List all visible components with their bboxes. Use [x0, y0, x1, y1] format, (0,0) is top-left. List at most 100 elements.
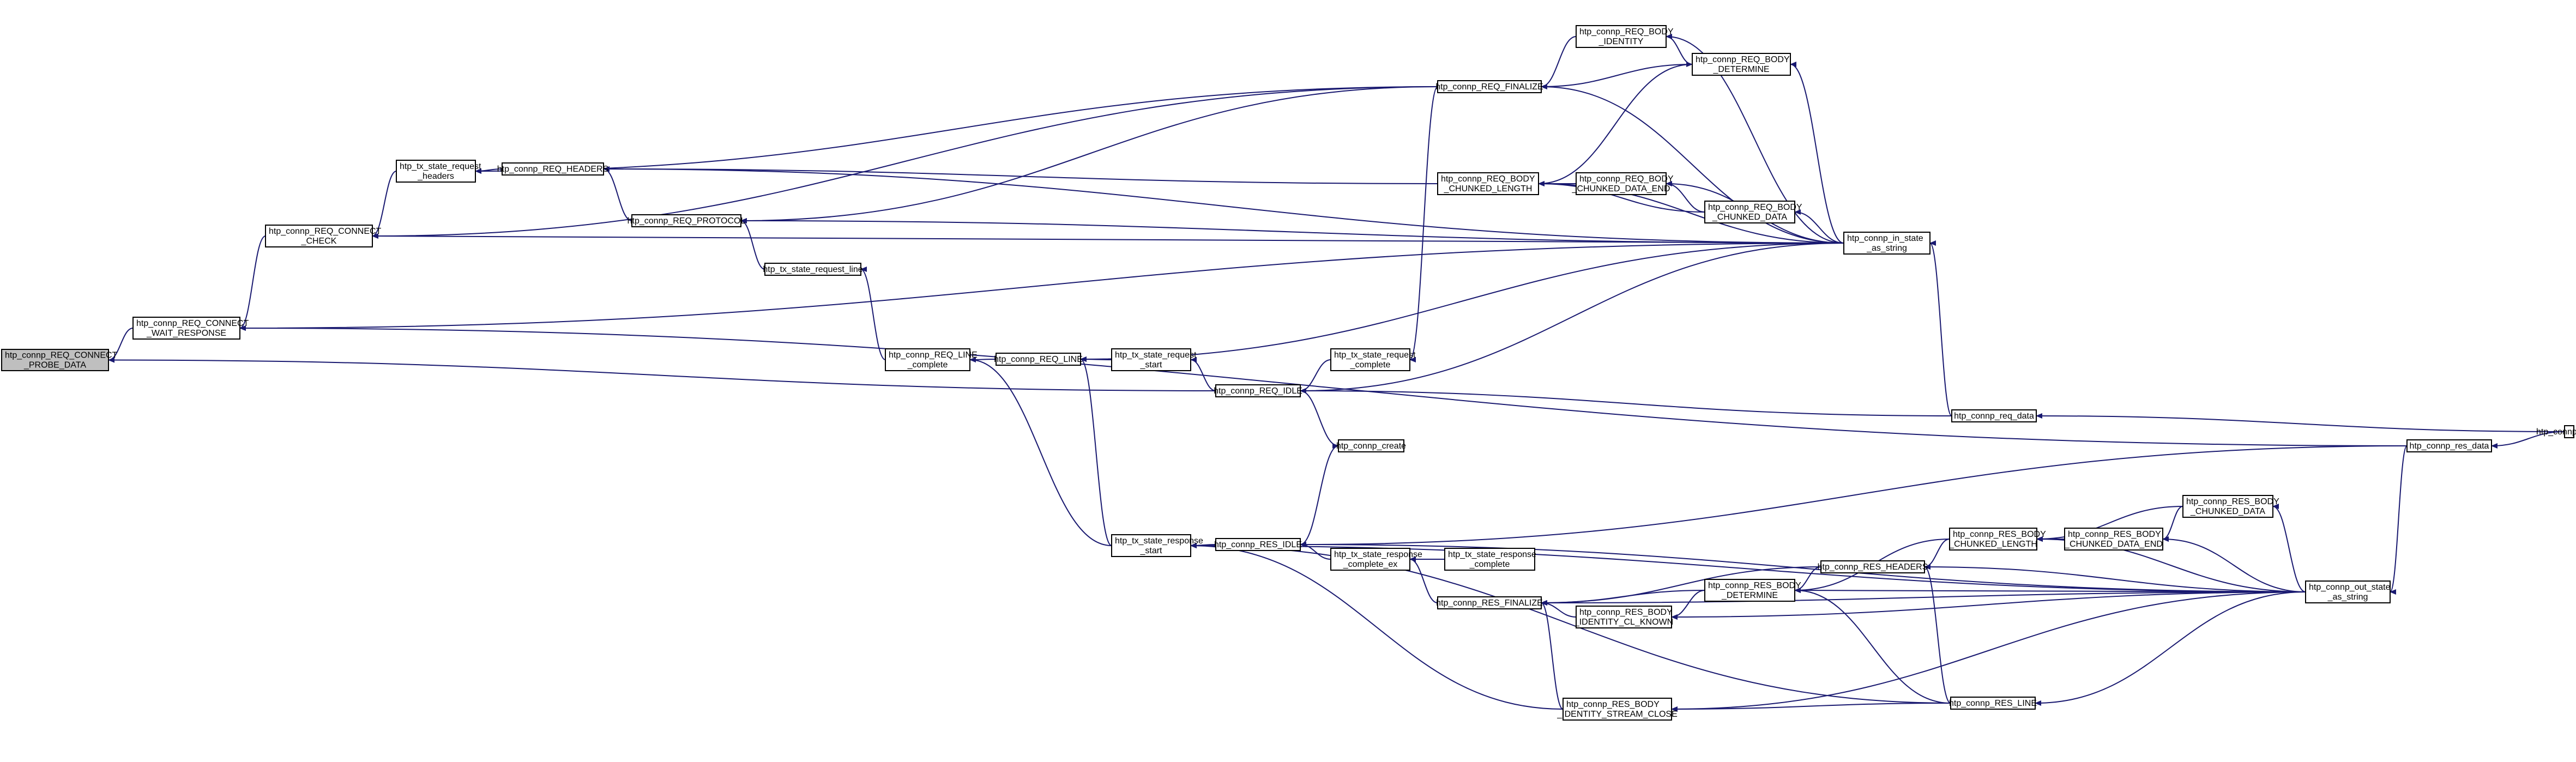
node-box: [631, 214, 741, 227]
function-node-resline[interactable]: htp_connp_RES_LINE: [1949, 697, 2037, 710]
node-label-line: htp_connp_REQ_CONNECT: [5, 351, 118, 360]
call-edge-line: [1190, 543, 1951, 704]
call-edge-line: [1300, 445, 2408, 547]
node-box: [1576, 25, 1667, 48]
call-edge-line: [1080, 243, 1844, 362]
function-node-txresstart[interactable]: htp_tx_state_response_start: [1111, 534, 1203, 557]
node-box: [1563, 698, 1672, 721]
call-edge-line: [1666, 34, 1844, 244]
node-label-line: _complete: [1469, 560, 1510, 569]
function-node-residle[interactable]: htp_connp_RES_IDLE: [1214, 538, 1302, 551]
node-label-line: htp_connp_REQ_PROTOCOL: [628, 216, 746, 226]
call-edge-line: [239, 235, 266, 331]
node-label-line: _as_string: [2327, 592, 2368, 602]
function-node-reqbodycd[interactable]: htp_connp_REQ_BODY_CHUNKED_DATA: [1704, 201, 1802, 223]
function-node-resdata[interactable]: htp_connp_res_data: [2406, 439, 2492, 452]
call-edge-instate-reqproto: [740, 218, 1844, 244]
function-node-resbodycl[interactable]: htp_connp_RES_BODY_CHUNKED_LENGTH: [1948, 528, 2046, 551]
call-edge-outstate-resbodycde: [2162, 536, 2306, 592]
call-edge-resbodydet-resbodyidcl: [1671, 590, 1705, 620]
call-edge-resdata-residle: [1300, 445, 2408, 547]
node-label-line: htp_connp_RES_LINE: [1949, 699, 2037, 708]
function-node-reshdr[interactable]: htp_connp_RES_HEADERS: [1818, 560, 1928, 573]
function-node-reqdata[interactable]: htp_connp_req_data: [1951, 409, 2037, 422]
call-edge-resdata-wait: [239, 325, 2408, 446]
function-node-reqbodycde[interactable]: htp_connp_REQ_BODY_CHUNKED_DATA_END: [1572, 172, 1674, 195]
call-edge-outstate-resline: [2035, 591, 2306, 706]
function-node-txrescompex[interactable]: htp_tx_state_response_complete_ex: [1330, 548, 1422, 571]
call-edge-resbodyidsc-txresstart: [1190, 543, 1564, 710]
call-edge-line: [740, 86, 1438, 223]
call-edge-reqidle-root: [108, 357, 1216, 391]
call-edge-line: [1666, 34, 1693, 65]
node-label-line: htp_tx_state_response: [1448, 550, 1536, 559]
node-label-line: _PROBE_DATA: [23, 361, 86, 370]
node-label-line: htp_connp_create: [1336, 442, 1406, 451]
call-edge-close-reqdata: [2036, 413, 2565, 432]
function-node-reqline[interactable]: htp_connp_REQ_LINE: [994, 353, 1083, 366]
call-edge-line: [603, 166, 632, 221]
node-label-line: htp_connp_RES_BODY: [1708, 581, 1801, 590]
function-node-wait[interactable]: htp_connp_REQ_CONNECT_WAIT_RESPONSE: [132, 317, 249, 340]
call-edge-outstate-resfin: [1541, 591, 2306, 606]
function-node-instate[interactable]: htp_connp_in_state_as_string: [1843, 232, 1931, 255]
node-box: [2064, 528, 2163, 551]
function-node-txreqhdr[interactable]: htp_tx_state_request_headers: [396, 160, 481, 183]
call-edge-line: [1790, 62, 1844, 244]
function-node-reqproto[interactable]: htp_connp_REQ_PROTOCOL: [628, 214, 746, 227]
call-edge-line: [1671, 590, 1705, 620]
call-edge-reqbodycl-reqhdr: [603, 166, 1438, 184]
node-label-line: htp_connp_res_data: [2410, 442, 2489, 451]
function-node-close[interactable]: htp_connp_close: [2536, 425, 2576, 438]
function-node-check[interactable]: htp_connp_REQ_CONNECT_CHECK: [265, 225, 382, 247]
function-node-reqhdr[interactable]: htp_connp_REQ_HEADERS: [497, 162, 609, 176]
node-box: [396, 160, 476, 183]
function-node-reqfin[interactable]: htp_connp_REQ_FINALIZE: [1435, 80, 1543, 93]
call-edge-instate-check: [372, 233, 1844, 244]
node-label-line: htp_connp_REQ_BODY: [1696, 55, 1790, 64]
node-label-line: htp_tx_state_request_line: [763, 265, 862, 274]
function-node-reqbodyid[interactable]: htp_connp_REQ_BODY_IDENTITY: [1576, 25, 1674, 48]
function-node-resbodyidsc[interactable]: htp_connp_RES_BODY_IDENTITY_STREAM_CLOSE: [1557, 698, 1678, 721]
call-edge-outstate-resbodyidsc: [1671, 591, 2306, 712]
node-box: [2406, 439, 2492, 452]
call-edge-line: [2035, 591, 2306, 706]
call-edge-line: [1794, 588, 1951, 704]
node-label-line: _complete_ex: [1343, 560, 1398, 569]
function-node-outstate[interactable]: htp_connp_out_state_as_string: [2305, 580, 2391, 603]
node-box: [1330, 548, 1410, 571]
node-box: [132, 317, 240, 340]
node-box: [2564, 425, 2574, 438]
function-node-txreqcomp[interactable]: htp_tx_state_request_complete: [1330, 348, 1416, 371]
call-edge-outstate-resbodycd: [2272, 504, 2306, 592]
function-node-txreqstart[interactable]: htp_tx_state_request_start: [1111, 348, 1197, 371]
call-edge-line: [1300, 542, 2306, 592]
function-node-root[interactable]: htp_connp_REQ_CONNECT_PROBE_DATA: [1, 349, 118, 371]
call-edge-reqbodycl-reqbodydet: [1538, 62, 1693, 184]
call-edge-instate-reqbodycd: [1794, 209, 1844, 244]
function-node-txrescomp[interactable]: htp_tx_state_response_complete: [1444, 548, 1536, 571]
call-edge-instate-reqhdr: [603, 166, 1844, 244]
call-edge-line: [1538, 62, 1693, 184]
node-box: [1215, 538, 1301, 551]
function-node-create[interactable]: htp_connp_create: [1336, 439, 1406, 452]
node-label-line: htp_tx_state_request: [400, 162, 481, 171]
node-label-line: htp_connp_REQ_IDLE: [1214, 386, 1302, 396]
call-edge-line: [1538, 181, 1705, 213]
function-node-reqbodycl[interactable]: htp_connp_REQ_BODY_CHUNKED_LENGTH: [1437, 172, 1539, 195]
function-node-resbodydet[interactable]: htp_connp_RES_BODY_DETERMINE: [1704, 579, 1801, 602]
function-node-resbodycde[interactable]: htp_connp_RES_BODY_CHUNKED_DATA_END: [2064, 528, 2163, 551]
function-node-resbodyidcl[interactable]: htp_connp_RES_BODY_IDENTITY_CL_KNOWN: [1574, 606, 1673, 628]
function-node-resfin[interactable]: htp_connp_RES_FINALIZE: [1436, 596, 1543, 609]
node-label-line: htp_connp_out_state: [2309, 583, 2391, 592]
function-node-reqlinec[interactable]: htp_connp_REQ_LINE_complete: [885, 348, 978, 371]
function-node-txreqline[interactable]: htp_tx_state_request_line: [763, 263, 863, 276]
function-node-reqbodydet[interactable]: htp_connp_REQ_BODY_DETERMINE: [1692, 53, 1791, 76]
node-label-line: _CHUNKED_DATA_END: [2064, 540, 2163, 549]
call-edge-txresstart-reqlinec: [969, 357, 1112, 546]
call-edge-create-reqidle: [1300, 388, 1339, 446]
function-node-resbodycd[interactable]: htp_connp_RES_BODY_CHUNKED_DATA: [2182, 495, 2279, 518]
function-node-reqidle[interactable]: htp_connp_REQ_IDLE: [1214, 384, 1302, 397]
node-box: [1, 349, 109, 371]
call-edge-line: [1541, 64, 1693, 89]
